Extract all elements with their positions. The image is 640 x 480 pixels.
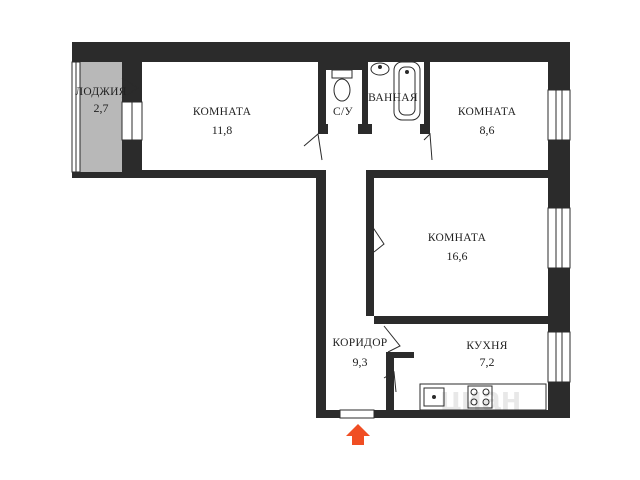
fixtures <box>331 61 547 411</box>
bathtub-icon <box>393 61 421 121</box>
loggia-area: 2,7 <box>94 101 109 115</box>
room3-area: 16,6 <box>447 249 468 263</box>
sink-icon <box>370 62 390 76</box>
room1-label: КОМНАТА <box>193 106 252 118</box>
kitchen-label: КУХНЯ <box>466 340 507 352</box>
room2-area: 8,6 <box>480 123 495 137</box>
toilet-icon <box>331 69 353 79</box>
stove-icon <box>467 385 493 409</box>
loggia-label: ЛОДЖИЯ <box>75 86 126 98</box>
windows <box>71 61 571 419</box>
room3-label: КОМНАТА <box>428 232 487 244</box>
corridor-label: КОРИДОР <box>332 337 387 349</box>
loggia-fill <box>80 62 122 178</box>
kitchen-area: 7,2 <box>480 355 495 369</box>
kitchen-counter <box>419 383 547 411</box>
kitchen-sink-icon <box>423 387 445 407</box>
corridor-area: 9,3 <box>353 355 368 369</box>
room2-label: КОМНАТА <box>458 106 517 118</box>
room1-area: 11,8 <box>212 123 233 137</box>
doors <box>121 77 433 393</box>
bath-label: ВАННАЯ <box>368 92 418 104</box>
walls <box>72 42 570 418</box>
wc-label: С/У <box>333 106 353 118</box>
entrance-arrow-icon <box>346 424 370 445</box>
